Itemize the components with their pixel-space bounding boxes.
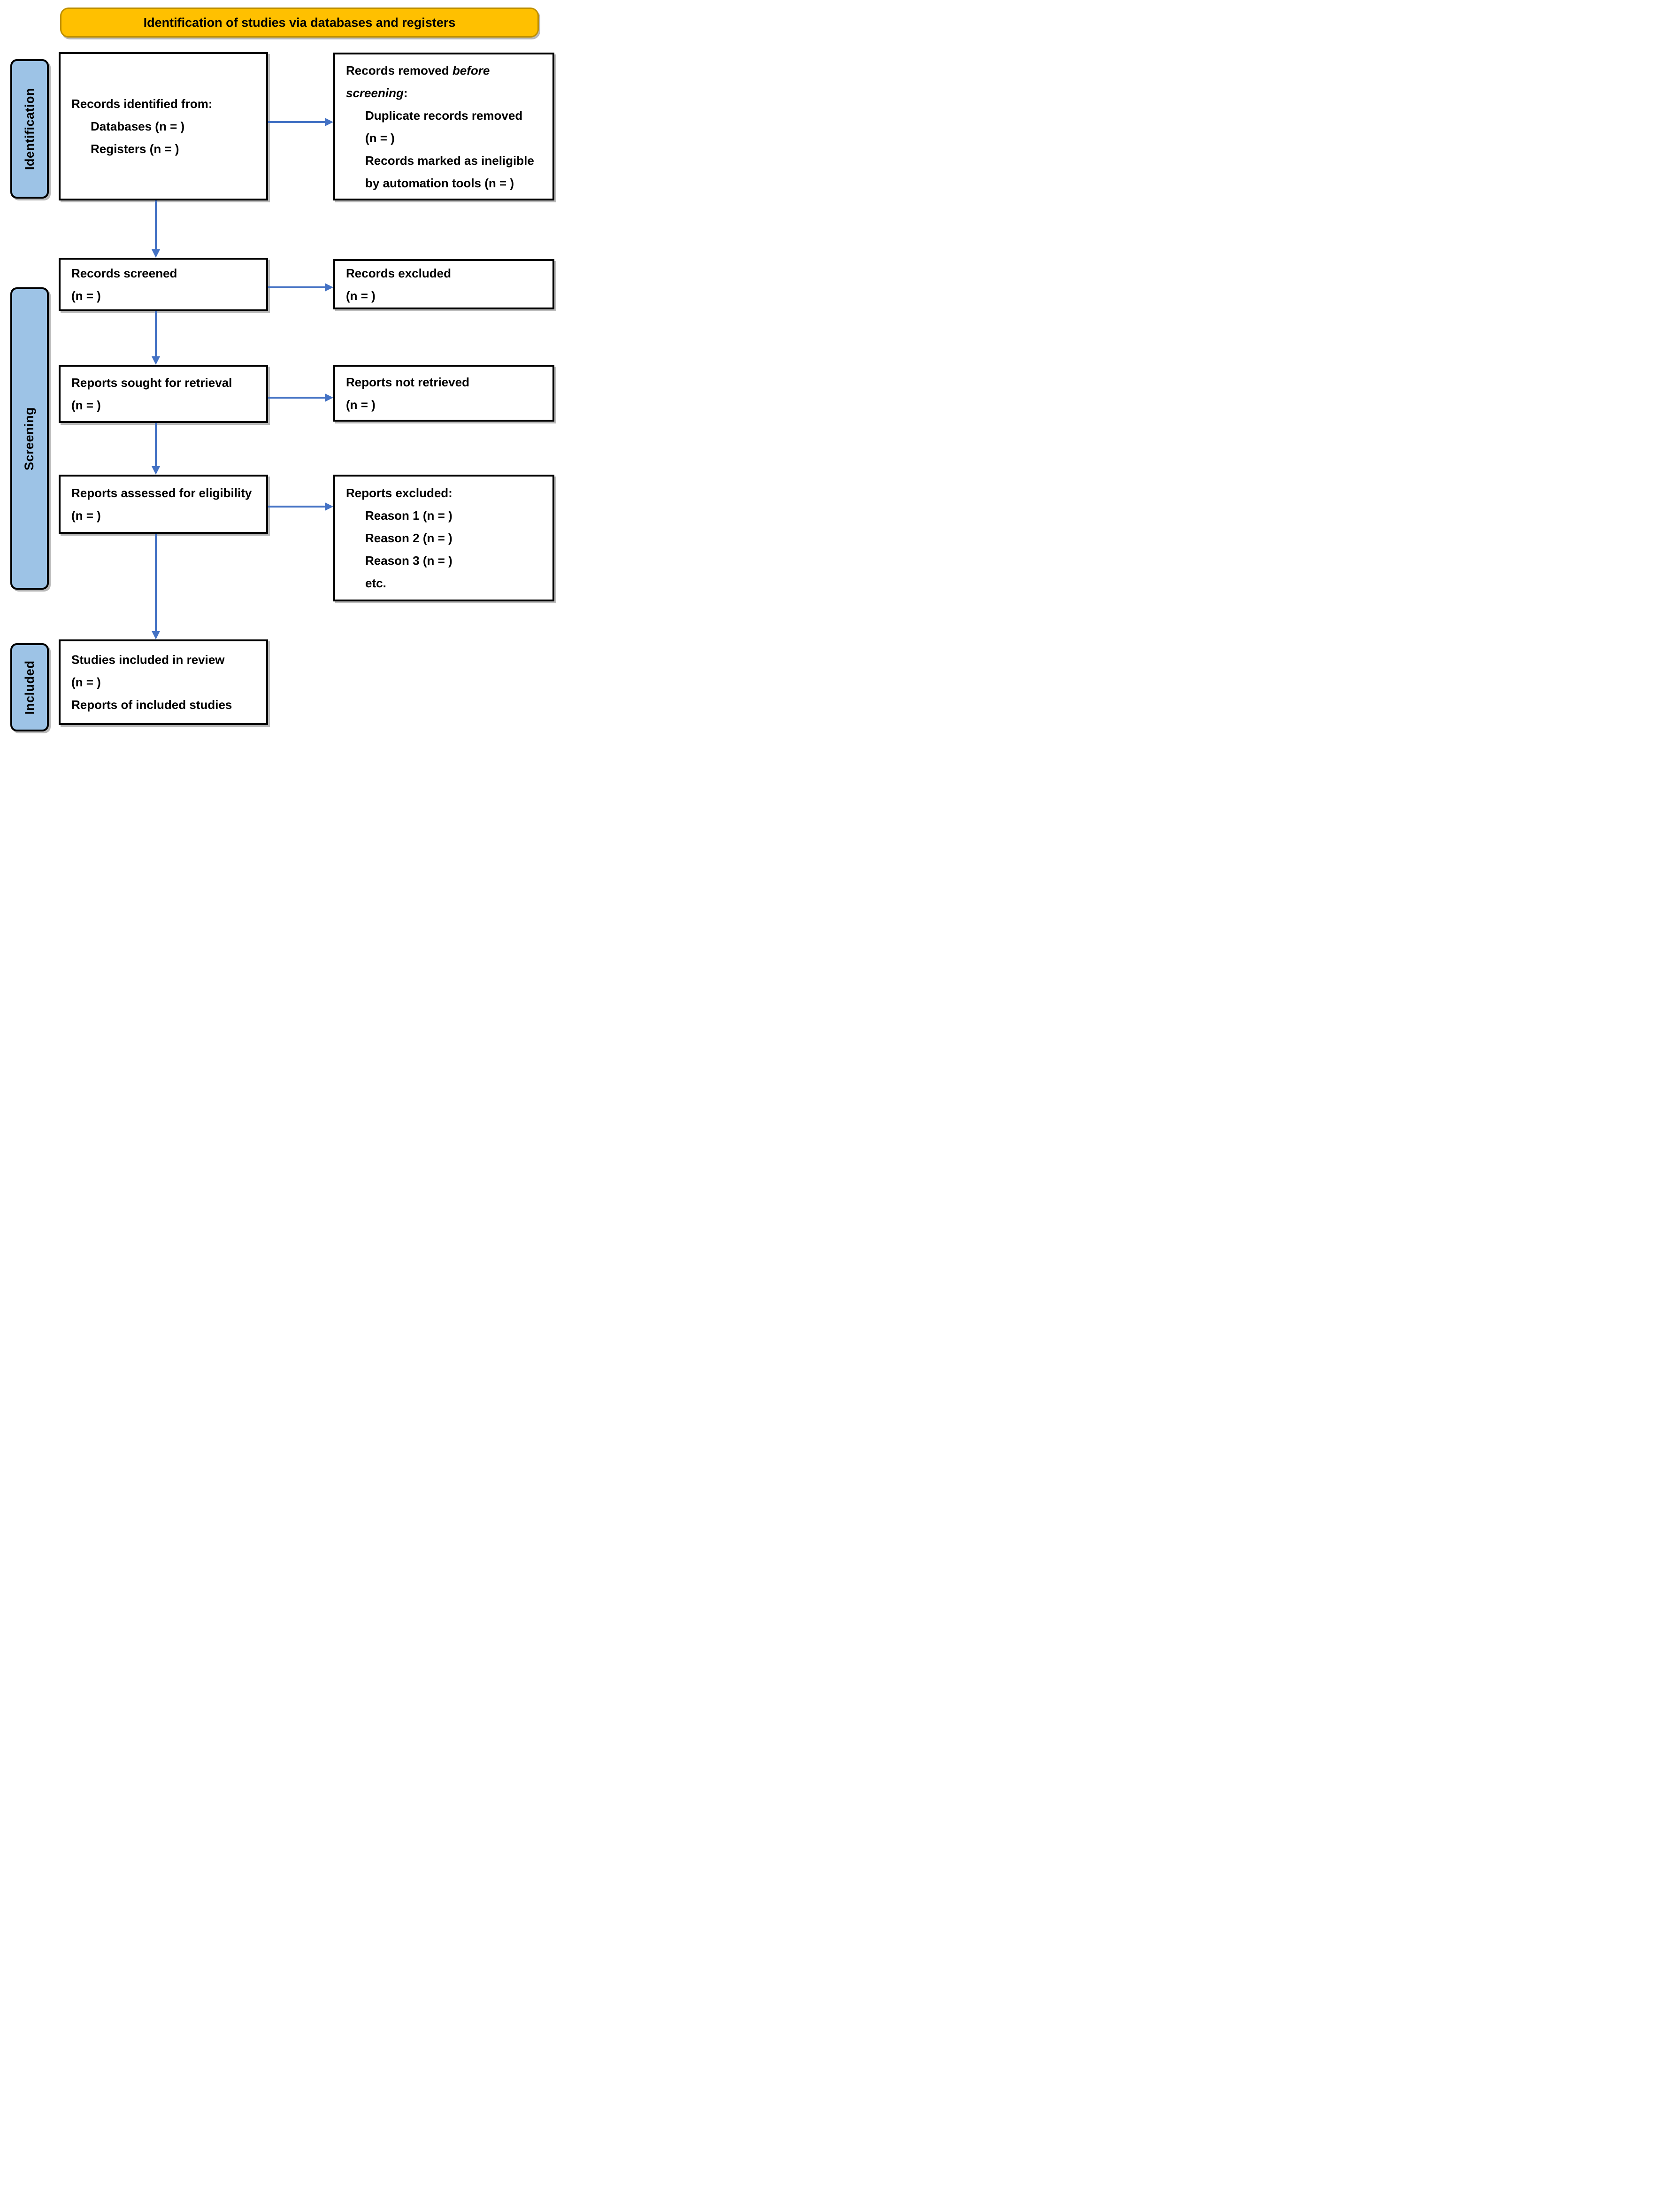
arrow-screened-to-sought [155,311,157,356]
arrowhead-sought-to-assessed [152,466,160,475]
text-line: Reason 3 (n = ) [365,554,453,568]
box-reports-assessed: Reports assessed for eligibility (n = ) [59,475,268,534]
text-line: Reports of included studies [71,698,232,712]
stage-label-included: Included [10,643,49,731]
text-line: Reports assessed for eligibility [71,486,252,500]
text-segment: Records removed [346,63,453,77]
text-line: Records removed before [346,59,534,82]
arrowhead-screened-to-sought [152,356,160,365]
text-line: Reports not retrieved [346,375,469,389]
text-line: (n = ) [71,398,101,412]
text-line: (n = ) [365,131,395,145]
stage-label-identification: Identification [10,59,49,199]
arrowhead-assessed-to-excluded [325,502,333,511]
stage-label-identification-text: Identification [22,88,37,170]
text-line: Duplicate records removed [365,108,523,123]
text-segment-italic: before [452,63,490,77]
text-line: Records excluded [346,266,451,280]
arrowhead-identified-to-screened [152,249,160,258]
arrow-identified-to-screened [155,200,157,249]
stage-label-screening-text: Screening [22,407,37,470]
text-line: (n = ) [71,675,101,689]
text-line: (n = ) [71,508,101,523]
box-records-removed-before-screening: Records removed before screening: Duplic… [333,53,554,200]
prisma-flow-diagram: Identification of studies via databases … [0,0,560,733]
text-line: (n = ) [71,289,101,303]
arrow-identified-to-removed [268,121,325,123]
banner-identification-of-studies: Identification of studies via databases … [60,8,539,38]
text-line: etc. [365,576,386,590]
box-reports-not-retrieved: Reports not retrieved (n = ) [333,365,554,422]
arrow-assessed-to-included [155,534,157,631]
text-line: Reason 1 (n = ) [365,508,453,523]
box-reports-sought: Reports sought for retrieval (n = ) [59,365,268,423]
box-records-identified: Records identified from: Databases (n = … [59,52,268,200]
text-line: Records identified from: [71,97,213,111]
text-line: (n = ) [346,288,376,303]
arrowhead-identified-to-removed [325,118,333,126]
arrow-sought-to-assessed [155,423,157,466]
banner-label: Identification of studies via databases … [143,15,456,30]
box-studies-included: Studies included in review (n = ) Report… [59,639,268,725]
arrow-screened-to-excluded [268,286,325,288]
box-reports-excluded: Reports excluded: Reason 1 (n = ) Reason… [333,475,554,601]
stage-label-screening: Screening [10,287,49,590]
text-line: by automation tools (n = ) [365,176,514,190]
text-line: Reports excluded: [346,486,453,500]
arrowhead-assessed-to-included [152,631,160,639]
arrow-assessed-to-excluded [268,506,325,508]
text-segment-italic: screening [346,85,404,100]
box-records-screened: Records screened (n = ) [59,258,268,311]
text-line: Records marked as ineligible [365,153,534,168]
text-line: Studies included in review [71,653,225,667]
text-line: Reason 2 (n = ) [365,531,453,545]
text-line: Databases (n = ) [91,119,185,133]
text-line: screening: [346,82,534,104]
arrow-sought-to-not-retrieved [268,397,325,399]
arrowhead-screened-to-excluded [325,283,333,292]
arrowhead-sought-to-not-retrieved [325,393,333,402]
text-line: Records screened [71,266,177,280]
box-records-excluded: Records excluded (n = ) [333,259,554,309]
text-line: (n = ) [346,397,376,412]
text-line: Reports sought for retrieval [71,376,232,390]
stage-label-included-text: Included [22,660,37,715]
text-segment: : [403,85,408,100]
text-line: Registers (n = ) [91,142,179,156]
